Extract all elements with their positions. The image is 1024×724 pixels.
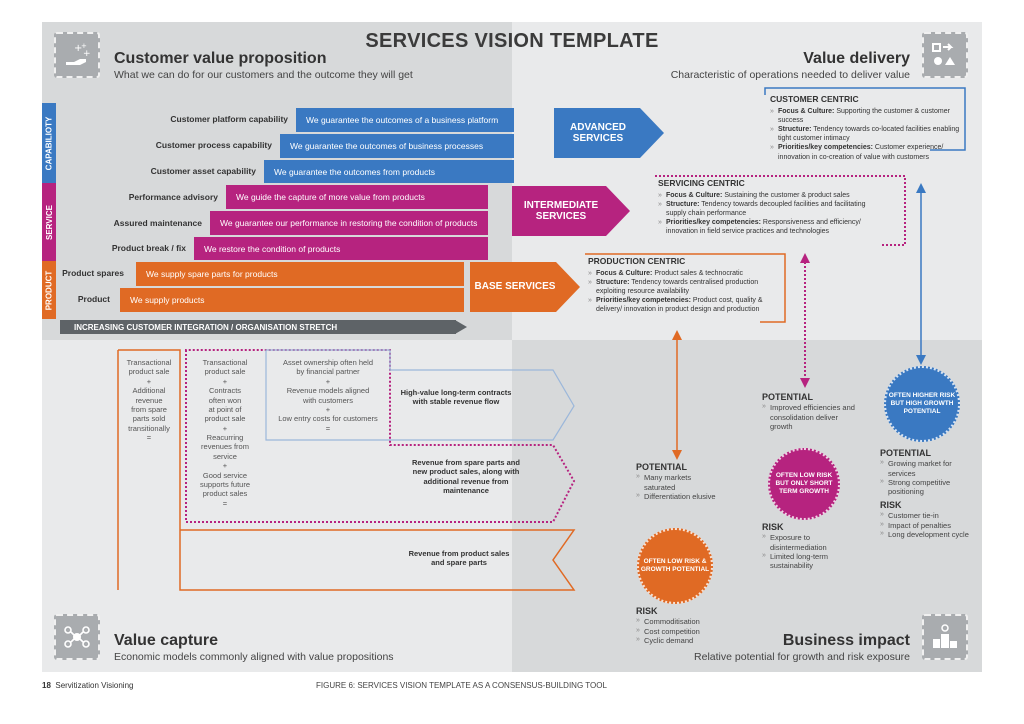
high-risk: RISK Customer tie-inImpact of penaltiesL… xyxy=(880,500,976,539)
product-bar: We supply spare parts for products xyxy=(136,262,464,286)
servicing-centric-section: SERVICING CENTRIC Focus & Culture: Susta… xyxy=(658,178,880,237)
row-label: Assured maintenance xyxy=(113,218,202,228)
low-risk-circle: OFTEN LOW RISK & GROWTH POTENTIAL xyxy=(637,528,713,604)
customer-value-subtitle: What we can do for our customers and the… xyxy=(114,69,413,81)
sidebar-product: PRODUCT xyxy=(42,261,56,319)
capability-bar: We guarantee the outcomes of a business … xyxy=(296,108,514,132)
quadrant-value-capture xyxy=(42,340,512,672)
delivery-item: Priorities/key competencies: Product cos… xyxy=(588,296,784,314)
customer-value-heading: Customer value proposition xyxy=(114,50,327,67)
mid-risk-circle: OFTEN LOW RISK BUT ONLY SHORT TERM GROWT… xyxy=(768,448,840,520)
network-coins-icon xyxy=(54,614,100,660)
outcome-mid: Revenue from spare parts and new product… xyxy=(412,458,520,496)
capability-bar: We guarantee the outcomes from products xyxy=(264,160,514,183)
delivery-item: Structure: Tendency towards centralised … xyxy=(588,278,784,296)
product-bar: We supply products xyxy=(120,288,464,312)
delivery-item: Priorities/key competencies: Responsiven… xyxy=(658,218,880,236)
delivery-item: Structure: Tendency towards decoupled fa… xyxy=(658,200,880,218)
row-label: Customer platform capability xyxy=(170,114,288,124)
mid-potential: POTENTIAL Improved efficiencies and cons… xyxy=(762,392,856,431)
delivery-item: Focus & Culture: Product sales & technoc… xyxy=(588,269,784,278)
svg-text:+: + xyxy=(81,42,87,50)
delivery-item: Focus & Culture: Supporting the customer… xyxy=(770,107,960,125)
base-services-label: BASE SERVICES xyxy=(474,281,556,293)
figure-caption: FIGURE 6: SERVICES VISION TEMPLATE AS A … xyxy=(316,681,607,690)
row-label: Product spares xyxy=(62,268,124,278)
delivery-item: Focus & Culture: Sustaining the customer… xyxy=(658,191,880,200)
base-chevron-shape xyxy=(470,262,580,312)
page-title: SERVICES VISION TEMPLATE xyxy=(365,30,659,52)
business-impact-heading: Business impact xyxy=(782,632,910,649)
low-risk: RISK CommoditisationCost competitionCycl… xyxy=(636,606,726,645)
row-label: Performance advisory xyxy=(128,192,218,202)
footer-page: 18 Servitization Visioning xyxy=(42,681,134,690)
intermediate-chevron-shape xyxy=(512,186,630,236)
row-label: Product xyxy=(77,294,110,304)
customer-centric-section: CUSTOMER CENTRIC Focus & Culture: Suppor… xyxy=(770,94,960,162)
advanced-services-label: ADVANCED SERVICES xyxy=(570,121,626,145)
svg-text:+: + xyxy=(74,43,82,54)
axis-arrowhead xyxy=(455,320,467,334)
capability-bar: We guarantee the outcomes of business pr… xyxy=(280,134,514,158)
production-centric-section: PRODUCTION CENTRIC Focus & Culture: Prod… xyxy=(588,256,784,315)
value-capture-subtitle: Economic models commonly aligned with va… xyxy=(114,651,394,663)
production-centric-title: PRODUCTION CENTRIC xyxy=(588,256,686,266)
delivery-item: Priorities/key competencies: Customer ex… xyxy=(770,143,960,161)
servicing-centric-title: SERVICING CENTRIC xyxy=(658,178,745,188)
row-label: Customer asset capability xyxy=(150,166,256,176)
service-bar: We restore the condition of products xyxy=(194,237,488,260)
intermediate-services-label: INTERMEDIATE SERVICES xyxy=(523,199,599,223)
sidebar-service: SERVICE xyxy=(42,183,56,261)
outcome-high: High-value long-term contracts with stab… xyxy=(400,388,512,407)
high-potential: POTENTIAL Growing market for servicesStr… xyxy=(880,448,976,497)
service-bar: We guide the capture of more value from … xyxy=(226,185,488,209)
delivery-item: Structure: Tendency towards co-located f… xyxy=(770,125,960,143)
outcome-low: Revenue from product sales and spare par… xyxy=(408,549,510,568)
sidebar-capability: CAPABILIOTY xyxy=(42,103,56,183)
podium-icon xyxy=(922,614,968,660)
value-capture-heading: Value capture xyxy=(114,632,219,649)
sparkle-hand-icon: +++ xyxy=(54,32,100,78)
row-label: Customer process capability xyxy=(155,140,272,150)
row-label: Product break / fix xyxy=(111,243,186,253)
svg-text:+: + xyxy=(83,49,91,59)
process-flow-icon xyxy=(922,32,968,78)
mid-risk: RISK Exposure to disintermediationLimite… xyxy=(762,522,862,571)
low-potential: POTENTIAL Many markets saturatedDifferen… xyxy=(636,462,716,501)
integration-axis-arrow: INCREASING CUSTOMER INTEGRATION / ORGANI… xyxy=(60,320,456,334)
advanced-chevron-shape xyxy=(554,108,664,158)
value-delivery-heading: Value delivery xyxy=(803,50,910,67)
service-bar: We guarantee our performance in restorin… xyxy=(210,211,488,235)
high-risk-circle: OFTEN HIGHER RISK BUT HIGH GROWTH POTENT… xyxy=(884,366,960,442)
business-impact-subtitle: Relative potential for growth and risk e… xyxy=(694,651,910,663)
customer-centric-title: CUSTOMER CENTRIC xyxy=(770,94,859,104)
value-delivery-subtitle: Characteristic of operations needed to d… xyxy=(670,69,910,81)
